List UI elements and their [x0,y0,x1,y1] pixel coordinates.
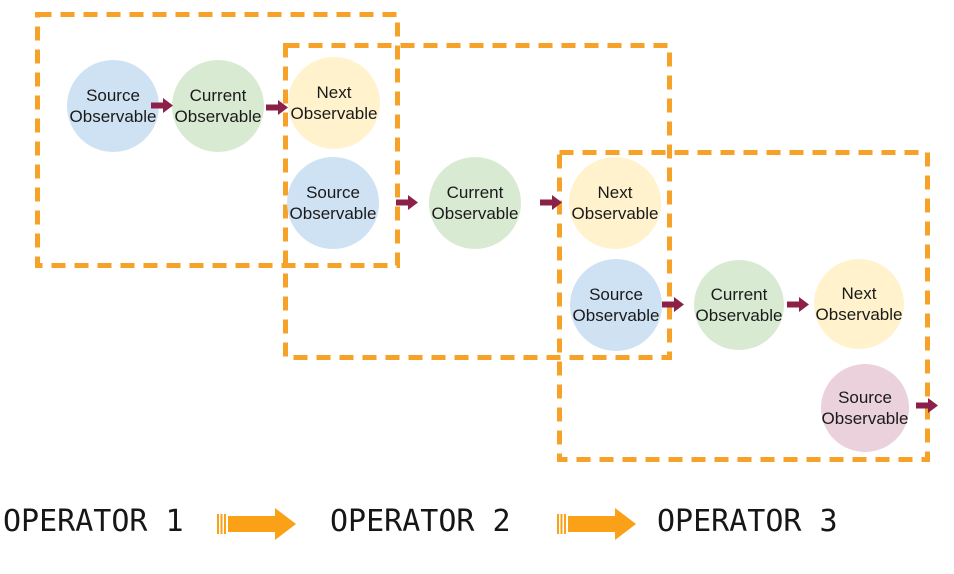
current-observable-circle-2: Current Observable [429,157,521,249]
next-observable-circle-2: Next Observable [569,157,661,249]
operator-1-label: OPERATOR 1 [3,504,184,539]
flow-arrow-icon [151,98,173,113]
operator-3-label: OPERATOR 3 [657,504,838,539]
next-observable-circle-3: Next Observable [814,259,904,349]
flow-arrow-icon [787,297,809,312]
operator-1-box [35,12,400,268]
flow-arrow-icon [396,195,418,210]
current-observable-circle-1: Current Observable [172,60,264,152]
operator-arrow-icon [557,508,636,540]
operator-3-box [557,150,930,462]
flow-arrow-icon [916,398,938,413]
operator-arrow-icon [217,508,296,540]
current-observable-circle-3: Current Observable [694,260,784,350]
flow-arrow-icon [540,195,562,210]
flow-arrow-icon [662,297,684,312]
source-observable-circle-2: Source Observable [287,157,379,249]
source-observable-circle-1: Source Observable [67,60,159,152]
operator-2-box [283,43,672,360]
operator-2-label: OPERATOR 2 [330,504,511,539]
source-observable-circle-3: Source Observable [570,259,662,351]
flow-arrow-icon [266,100,288,115]
source-observable-circle-4: Source Observable [821,364,909,452]
next-observable-circle-1: Next Observable [288,57,380,149]
